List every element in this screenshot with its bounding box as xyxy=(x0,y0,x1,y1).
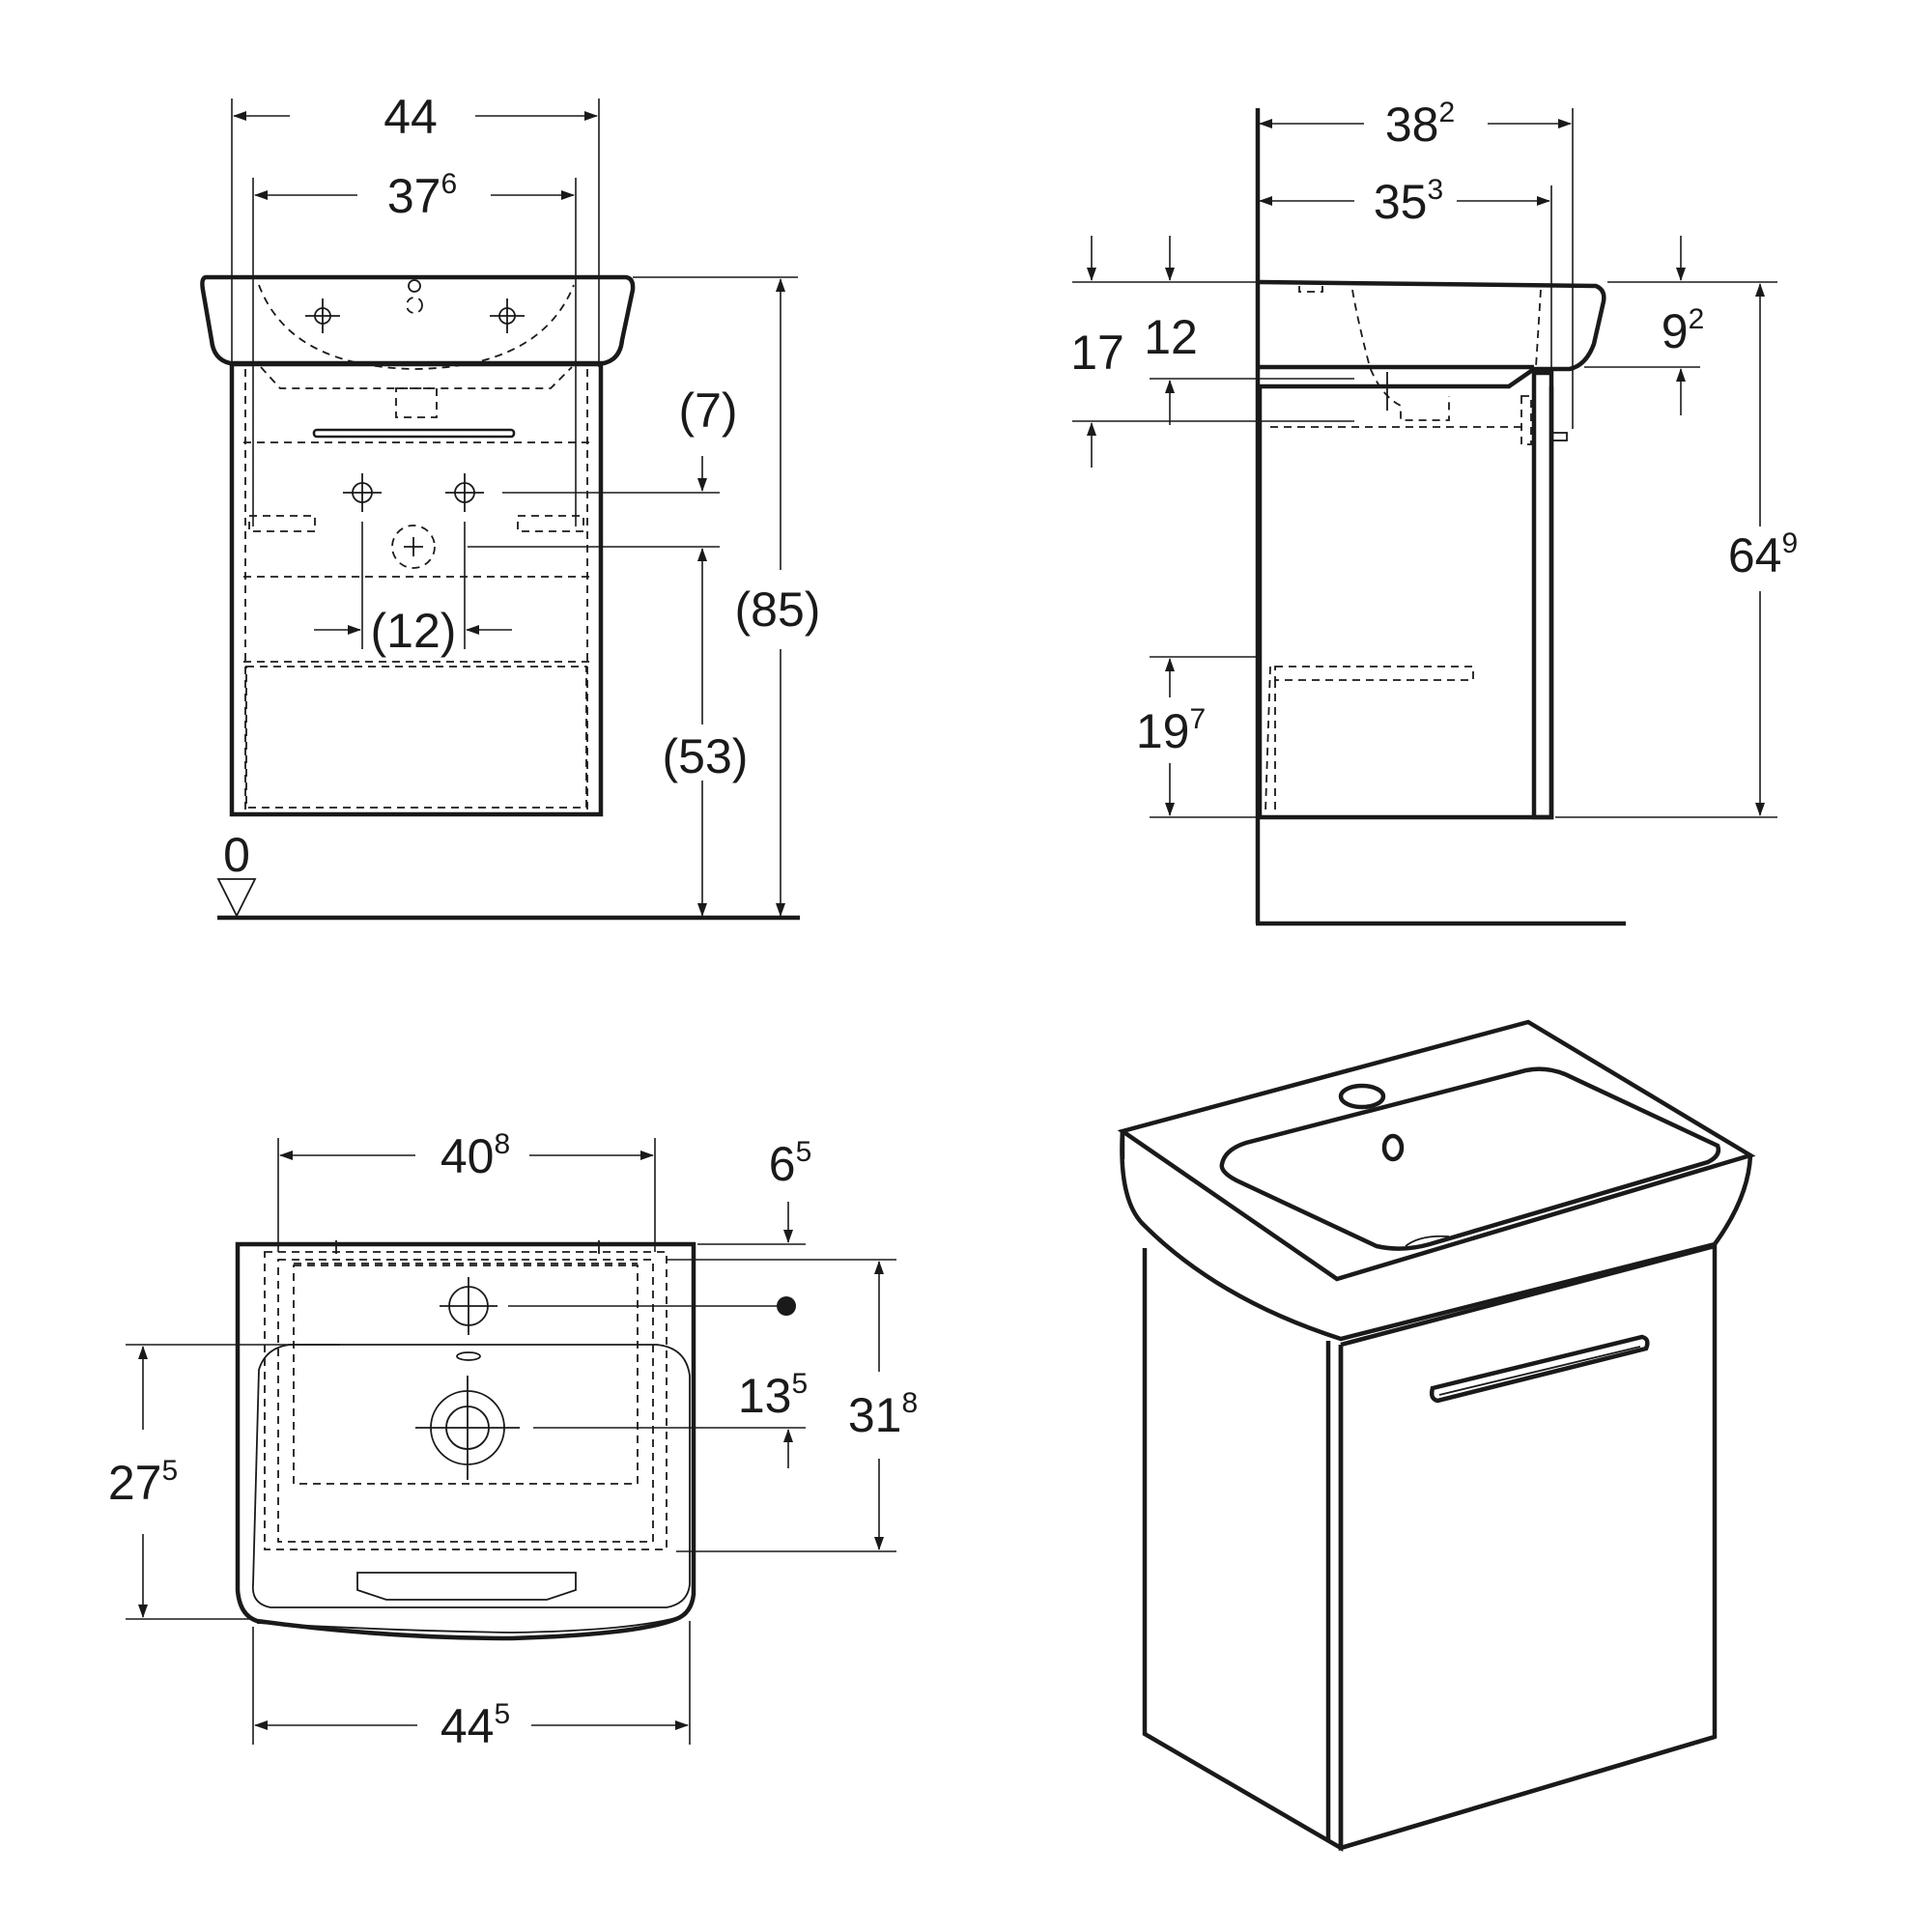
persp-handle-edge xyxy=(1438,1346,1641,1396)
persp-basin-front xyxy=(1120,1130,1753,1342)
front-handle xyxy=(312,428,516,439)
label-depth-total: 382 xyxy=(1385,97,1455,152)
label-tap-drop: (7) xyxy=(678,384,737,438)
persp-tap-hole-icon xyxy=(1338,1083,1386,1110)
persp-door xyxy=(1338,1345,1716,1852)
front-fixing-cross-left-icon xyxy=(305,298,340,333)
side-door-panel xyxy=(1531,370,1554,820)
side-waste-pipe xyxy=(1351,289,1450,421)
front-waste-outlet-icon xyxy=(391,525,436,569)
top-basin-outline xyxy=(235,1241,696,1641)
side-view: 382 353 17 12 92 649 197 xyxy=(1070,97,1798,926)
label-waste-spacing: (12) xyxy=(371,604,457,658)
perspective-view xyxy=(1117,1019,1756,1852)
label-rim-height-outer: 17 xyxy=(1070,326,1124,380)
label-basin-lip: 92 xyxy=(1662,303,1705,358)
label-depth-basin: 275 xyxy=(108,1455,178,1510)
label-depth-cabinet: 353 xyxy=(1374,174,1443,229)
label-waste-height: (53) xyxy=(663,729,749,783)
persp-handle xyxy=(1429,1334,1650,1404)
side-drawer-runner xyxy=(1274,666,1474,681)
side-door-hinge xyxy=(1520,395,1532,445)
side-drawer-back xyxy=(1264,666,1271,812)
front-tap-cross-right-icon xyxy=(445,473,484,512)
persp-bowl xyxy=(1219,1066,1721,1251)
label-cabinet-height: 649 xyxy=(1728,527,1798,582)
label-depth-inner: 318 xyxy=(848,1387,918,1442)
persp-cabinet-front xyxy=(1340,1243,1718,1851)
top-drawer-outline xyxy=(293,1264,639,1485)
side-bowl-profile xyxy=(1535,289,1542,368)
persp-cabinet-left-side xyxy=(1142,1248,1344,1852)
label-total-height: (85) xyxy=(735,582,821,637)
front-drawer-box xyxy=(245,666,587,809)
top-bowl-inner xyxy=(251,1344,691,1608)
front-view: 44 376 (7) (12) (53) (85) 0 xyxy=(200,90,821,921)
front-bracket-left xyxy=(248,515,316,532)
top-tap-hole-icon xyxy=(440,1277,497,1335)
front-basin-underside xyxy=(260,366,573,389)
front-tap-cross-left-icon xyxy=(343,473,382,512)
top-waste-outlet-icon xyxy=(415,1376,520,1480)
side-cabinet-body xyxy=(1257,386,1554,820)
persp-overflow-icon xyxy=(1381,1133,1405,1162)
label-width-basin: 445 xyxy=(440,1698,510,1753)
front-overflow-icon xyxy=(408,279,421,293)
front-basin-outline xyxy=(200,274,636,366)
side-basin-outline xyxy=(1259,279,1606,389)
top-view: 408 65 135 318 275 445 xyxy=(108,1128,918,1753)
label-drawer-height: 197 xyxy=(1136,703,1206,758)
label-rim-height-inner: 12 xyxy=(1144,310,1198,364)
top-cabinet-inner xyxy=(277,1259,654,1543)
label-waste-offset: 135 xyxy=(738,1368,808,1423)
label-width-total: 44 xyxy=(384,90,438,144)
top-overflow-hole-icon xyxy=(456,1351,481,1361)
top-overflow-slot xyxy=(356,1572,577,1601)
top-cabinet-outer xyxy=(264,1251,668,1550)
side-back-fixing xyxy=(1298,281,1323,293)
label-back-offset: 65 xyxy=(769,1136,812,1191)
front-floor-marker-icon xyxy=(216,878,257,919)
front-fixing-cross-right-icon xyxy=(490,298,525,333)
top-bowl-rim xyxy=(256,1614,687,1634)
persp-bowl-shadow xyxy=(1405,1235,1450,1247)
top-reference-dot-icon xyxy=(777,1296,796,1316)
front-basin-bowl xyxy=(258,284,575,370)
side-handle xyxy=(1550,432,1568,441)
front-tap-hole-icon xyxy=(406,297,423,314)
front-bracket-right xyxy=(517,515,584,532)
front-cabinet xyxy=(229,361,604,817)
label-inner-width: 408 xyxy=(440,1128,510,1183)
front-siphon-box xyxy=(395,387,438,418)
label-floor-level: 0 xyxy=(223,828,250,882)
label-width-inner: 376 xyxy=(387,168,457,223)
